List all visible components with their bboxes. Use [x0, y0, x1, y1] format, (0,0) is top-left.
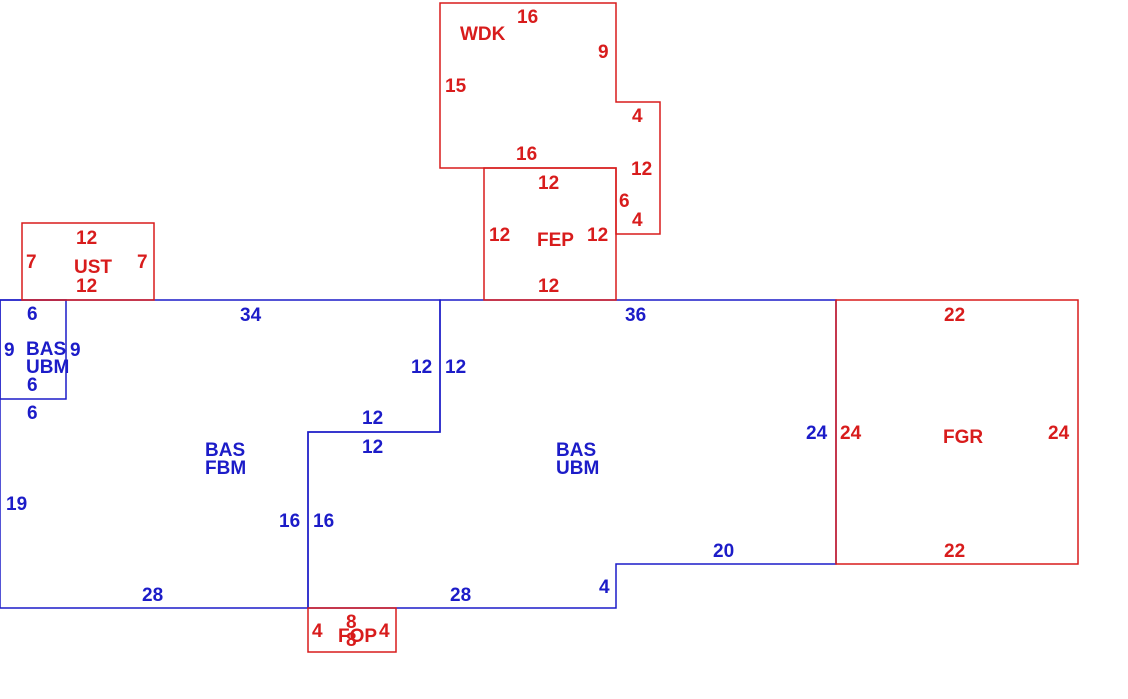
- blue-dimensions: 6 9 9 6 6 34 19 16 28 12 12 36 12 12 16 …: [4, 304, 828, 606]
- dim-fbm-top: 34: [240, 305, 262, 326]
- fgr-code: FGR: [943, 427, 983, 448]
- red-area-labels: UST WDK FEP FGR FOP: [74, 24, 983, 647]
- dim-ust-top: 12: [76, 228, 97, 249]
- dim-wdk-right-upper: 9: [598, 42, 609, 63]
- fep-outline: [483, 167, 617, 301]
- dim-fep-left: 12: [489, 225, 510, 246]
- dim-ubm-left: 16: [313, 511, 334, 532]
- dim-fbm-left: 19: [6, 494, 27, 515]
- dim-wdk-step-lower-h: 4: [632, 210, 643, 231]
- bas-small-code: BAS: [26, 339, 66, 360]
- dim-small-bottom: 6: [27, 375, 38, 396]
- dim-ust-left: 7: [26, 252, 37, 273]
- dim-ust-right: 7: [137, 252, 148, 273]
- dim-wdk-bottom: 16: [516, 144, 537, 165]
- dim-wdk-top: 16: [517, 7, 538, 28]
- bas-small-sub: UBM: [26, 357, 69, 378]
- wdk-code: WDK: [460, 24, 506, 45]
- fop-code: FOP: [338, 626, 377, 647]
- dim-below-small: 6: [27, 403, 38, 424]
- dim-wdk-step: 4: [632, 106, 643, 127]
- dim-ubm-top: 36: [625, 305, 646, 326]
- ust-code: UST: [74, 257, 112, 278]
- bas-ubm-code: BAS: [556, 440, 596, 461]
- dim-ubm-bottom: 28: [450, 585, 471, 606]
- dim-fbm-step-v: 12: [411, 357, 432, 378]
- dim-fbm-bottom: 28: [142, 585, 163, 606]
- dim-fgr-bottom: 22: [944, 541, 965, 562]
- dim-fop-left: 4: [312, 621, 323, 642]
- bas-fbm-code: BAS: [205, 440, 245, 461]
- red-outlines: [21, 2, 1079, 653]
- blue-outlines: [0, 299, 837, 609]
- dim-fop-right: 4: [379, 621, 390, 642]
- dim-small-top: 6: [27, 304, 38, 325]
- bas-ubm-sub: UBM: [556, 458, 599, 479]
- dim-ubm-right: 24: [806, 423, 828, 444]
- dim-fgr-left: 24: [840, 423, 862, 444]
- fep-code: FEP: [537, 230, 574, 251]
- dim-fop-top: 8: [346, 612, 357, 633]
- dim-ubm-left-v: 12: [445, 357, 466, 378]
- red-dimensions: 12 12 7 7 16 15 9 4 16 12 6 4 12 12 12 1…: [26, 7, 1070, 651]
- fop-outline: [307, 607, 397, 653]
- bas-fbm-sub: FBM: [205, 458, 246, 479]
- dim-fep-bottom: 12: [538, 276, 559, 297]
- dim-fop-bottom: 8: [346, 630, 357, 651]
- dim-ubm-bottom-right: 20: [713, 541, 734, 562]
- ust-outline: [21, 222, 155, 301]
- dim-fgr-top: 22: [944, 305, 965, 326]
- dim-small-right: 9: [70, 340, 81, 361]
- dim-wdk-left: 15: [445, 76, 467, 97]
- dim-small-left: 9: [4, 340, 15, 361]
- blue-area-labels: BAS UBM BAS FBM BAS UBM: [26, 339, 599, 479]
- dim-fgr-right: 24: [1048, 423, 1070, 444]
- dim-wdk-step-lower: 6: [619, 191, 630, 212]
- fgr-outline: [835, 299, 1079, 565]
- dim-fep-right: 12: [587, 225, 608, 246]
- dim-ust-bottom: 12: [76, 276, 97, 297]
- dim-fbm-right: 16: [279, 511, 300, 532]
- dim-fbm-step-h: 12: [362, 408, 383, 429]
- dim-wdk-right-lower: 12: [631, 159, 652, 180]
- dim-fep-top: 12: [538, 173, 559, 194]
- dim-ubm-notch: 4: [599, 577, 610, 598]
- dim-ubm-left-h: 12: [362, 437, 383, 458]
